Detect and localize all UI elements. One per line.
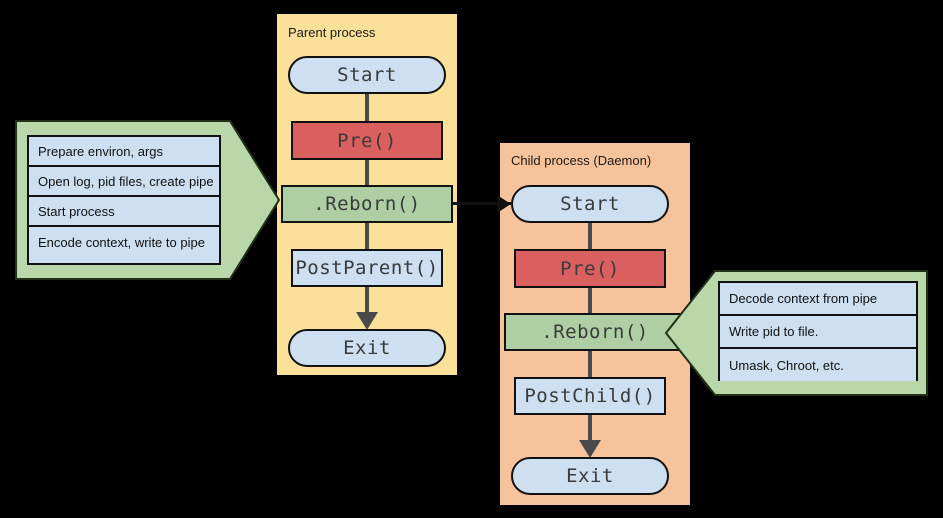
child-callout-list: Decode context from pipe Write pid to fi… (718, 281, 918, 381)
child-node-postchild-label: PostChild() (524, 385, 656, 407)
parent-callout-item-0[interactable]: Prepare environ, args (29, 137, 219, 167)
child-callout-item-0[interactable]: Decode context from pipe (720, 283, 916, 316)
parent-node-exit-label: Exit (343, 337, 391, 359)
parent-callout-item-3[interactable]: Encode context, write to pipe (29, 227, 219, 257)
parent-arrowhead-exit (356, 312, 378, 330)
child-node-start-label: Start (560, 193, 620, 215)
parent-callout-item-2[interactable]: Start process (29, 197, 219, 227)
parent-connector-reborn-postparent (365, 222, 369, 250)
parent-node-start-label: Start (337, 64, 397, 86)
parent-node-exit[interactable]: Exit (288, 329, 446, 367)
parent-node-reborn[interactable]: .Reborn() (281, 185, 453, 223)
child-node-pre-label: Pre() (560, 257, 620, 280)
child-node-exit[interactable]: Exit (511, 457, 669, 495)
parent-node-postparent-label: PostParent() (295, 257, 439, 279)
fork-connector-line (453, 202, 511, 205)
child-node-reborn[interactable]: .Reborn() (504, 313, 686, 351)
parent-connector-postparent-exit (365, 286, 369, 320)
child-callout-item-2[interactable]: Umask, Chroot, etc. (720, 349, 916, 381)
child-connector-start-pre (588, 218, 592, 250)
parent-callout-item-1[interactable]: Open log, pid files, create pipe (29, 167, 219, 197)
parent-connector-start-pre (365, 90, 369, 122)
child-connector-postchild-exit (588, 414, 592, 448)
parent-process-title: Parent process (288, 25, 376, 40)
parent-node-postparent[interactable]: PostParent() (291, 249, 443, 287)
child-node-exit-label: Exit (566, 465, 614, 487)
parent-node-start[interactable]: Start (288, 56, 446, 94)
parent-node-pre-label: Pre() (337, 129, 397, 152)
child-node-postchild[interactable]: PostChild() (514, 377, 666, 415)
child-arrowhead-exit (579, 440, 601, 458)
parent-callout-list: Prepare environ, args Open log, pid file… (27, 135, 221, 265)
child-connector-pre-reborn (588, 286, 592, 314)
child-node-reborn-label: .Reborn() (541, 321, 649, 343)
child-node-start[interactable]: Start (511, 185, 669, 223)
child-process-title: Child process (Daemon) (511, 153, 652, 168)
parent-node-pre[interactable]: Pre() (291, 121, 443, 160)
fork-connector-arrowhead (497, 195, 511, 213)
child-callout-item-1[interactable]: Write pid to file. (720, 316, 916, 349)
parent-connector-pre-reborn (365, 158, 369, 186)
parent-node-reborn-label: .Reborn() (313, 193, 421, 215)
child-connector-reborn-postchild (588, 350, 592, 378)
child-node-pre[interactable]: Pre() (514, 249, 666, 288)
